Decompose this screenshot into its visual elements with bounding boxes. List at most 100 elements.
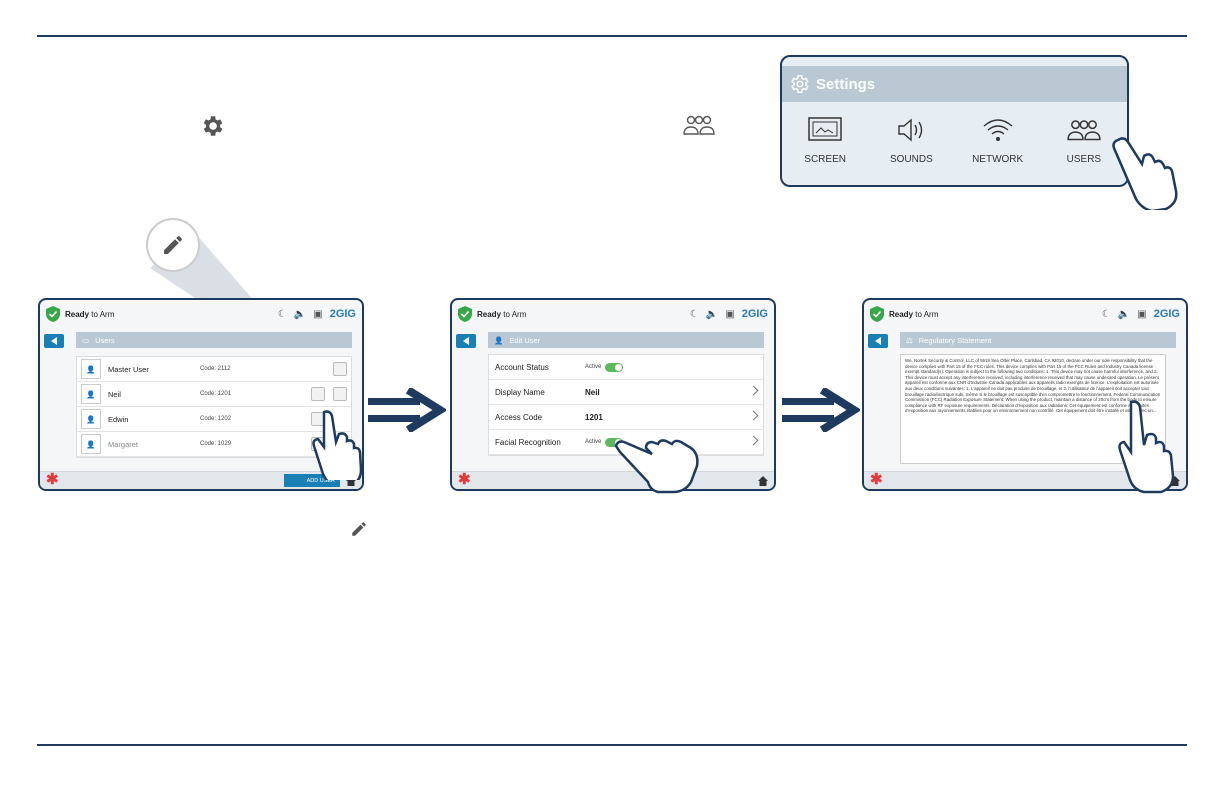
pointing-hand-icon (1112, 137, 1178, 210)
panel-header: ▭ Users (76, 332, 352, 348)
screen-icon (808, 117, 842, 141)
edit-user-button[interactable] (333, 362, 347, 376)
status-ready: Ready (477, 309, 502, 319)
volume-icon: 🔈 (293, 308, 307, 320)
display-name-row[interactable]: Display Name Neil (489, 380, 763, 405)
emergency-icon[interactable]: ✱ (458, 471, 471, 488)
panel-title: Edit User (509, 335, 541, 345)
wifi-icon (983, 119, 1013, 141)
users-icon (1067, 120, 1101, 141)
arrow-icon (782, 388, 860, 432)
status-bar: Ready to Arm ☾🔈▣2GIG (864, 300, 1186, 328)
status-bar: Ready to Arm ☾ 🔈 ▣ 2GIG (452, 300, 774, 328)
brand-logo: 2GIG (1153, 308, 1180, 320)
pencil-icon (352, 522, 366, 536)
users-header-icon: ▭ (82, 335, 90, 345)
settings-network-label: NETWORK (972, 154, 1024, 165)
pointing-hand-icon (614, 439, 699, 494)
avatar: 👤 (81, 409, 101, 429)
settings-network-button[interactable]: NETWORK (958, 116, 1038, 165)
chevron-right-icon (748, 435, 759, 446)
settings-sounds-button[interactable]: SOUNDS (871, 116, 951, 165)
gear-icon (203, 116, 223, 136)
settings-screen-button[interactable]: SCREEN (785, 116, 865, 165)
status-bar: Ready to Arm ☾🔈▣2GIG (40, 300, 362, 328)
pointing-hand-icon (1118, 400, 1175, 494)
row-label: Account Status (495, 362, 549, 372)
back-button[interactable] (456, 334, 476, 348)
user-code: Code: 1202 (200, 416, 232, 422)
moon-icon: ☾ (277, 308, 287, 320)
status-to-arm: to Arm (501, 309, 527, 319)
edit-user-screen: Ready to Arm ☾ 🔈 ▣ 2GIG 👤 Edit User Account … (450, 298, 776, 491)
volume-icon: 🔈 (705, 308, 719, 320)
camera-icon: ▣ (725, 308, 735, 320)
avatar: 👤 (81, 384, 101, 404)
edit-user-button[interactable] (333, 387, 347, 401)
panel-header: ⚖ Regulatory Statement (900, 332, 1176, 348)
access-code-row[interactable]: Access Code 1201 (489, 405, 763, 430)
home-icon[interactable] (758, 476, 768, 486)
row-value: 1201 (585, 412, 603, 422)
user-icon: 👤 (494, 335, 504, 345)
pointing-hand-icon (312, 410, 363, 480)
chevron-right-icon (748, 410, 759, 421)
table-row[interactable]: 👤 Master User Code: 2112 (77, 357, 351, 382)
emergency-icon[interactable]: ✱ (46, 471, 59, 488)
add-user-label: ADD USER (306, 477, 335, 484)
status-ready: Ready (65, 309, 90, 319)
brand-logo: 2GIG (741, 308, 768, 320)
shield-check-icon (458, 306, 472, 322)
delete-user-button[interactable] (311, 387, 325, 401)
users-screen: Ready to Arm ☾🔈▣2GIG ▭Users 👤Master User… (38, 298, 364, 491)
users-icon (683, 115, 715, 135)
settings-card: Settings SCREEN SOUNDS NETWORK USERS (780, 55, 1129, 187)
top-rule (37, 35, 1187, 37)
status-to-arm: to Arm (913, 309, 939, 319)
settings-users-label: USERS (1066, 154, 1102, 165)
bottom-rule (37, 744, 1187, 746)
user-code: Code: 2112 (200, 366, 231, 372)
edit-user-form: Account Status Active Display Name Neil Ac… (488, 354, 764, 456)
user-code: Code: 1029 (200, 441, 232, 447)
emergency-icon[interactable]: ✱ (870, 471, 883, 488)
moon-icon: ☾ (1101, 308, 1111, 320)
arrow-icon (368, 388, 446, 432)
row-value: Neil (585, 387, 600, 397)
user-name: Master User (108, 364, 149, 374)
table-row[interactable]: 👤 Edwin Code: 1202 (77, 407, 351, 432)
speaker-icon (898, 118, 923, 142)
moon-icon: ☾ (689, 308, 699, 320)
chevron-right-icon (748, 385, 759, 396)
volume-icon: 🔈 (1117, 308, 1131, 320)
user-name: Neil (108, 389, 121, 399)
panel-header: 👤 Edit User (488, 332, 764, 348)
regulatory-text: We, Nortek Security & Control, LLC of 59… (900, 354, 1166, 464)
row-value: Active (585, 364, 602, 370)
settings-title: Settings (816, 75, 876, 93)
row-label: Access Code (495, 412, 543, 422)
settings-users-button[interactable]: USERS (1044, 116, 1124, 165)
gear-outline-icon (791, 75, 809, 93)
camera-icon: ▣ (1137, 308, 1147, 320)
status-to-arm: to Arm (89, 309, 115, 319)
back-button[interactable] (44, 334, 64, 348)
panel-title: Regulatory Statement (918, 335, 992, 345)
panel-title: Users (95, 335, 115, 345)
shield-check-icon (870, 306, 884, 322)
user-name: Edwin (108, 414, 129, 424)
avatar: 👤 (81, 359, 101, 379)
settings-sounds-label: SOUNDS (889, 154, 933, 165)
avatar: 👤 (81, 434, 101, 454)
settings-header: Settings (782, 66, 1127, 102)
back-button[interactable] (868, 334, 888, 348)
account-status-toggle[interactable] (605, 362, 624, 372)
account-status-row[interactable]: Account Status Active (489, 355, 763, 380)
scale-icon: ⚖ (906, 335, 913, 345)
settings-screen-label: SCREEN (804, 154, 846, 165)
row-label: Display Name (495, 387, 545, 397)
user-name: Margaret (108, 439, 139, 449)
row-label: Facial Recognition (495, 437, 561, 447)
